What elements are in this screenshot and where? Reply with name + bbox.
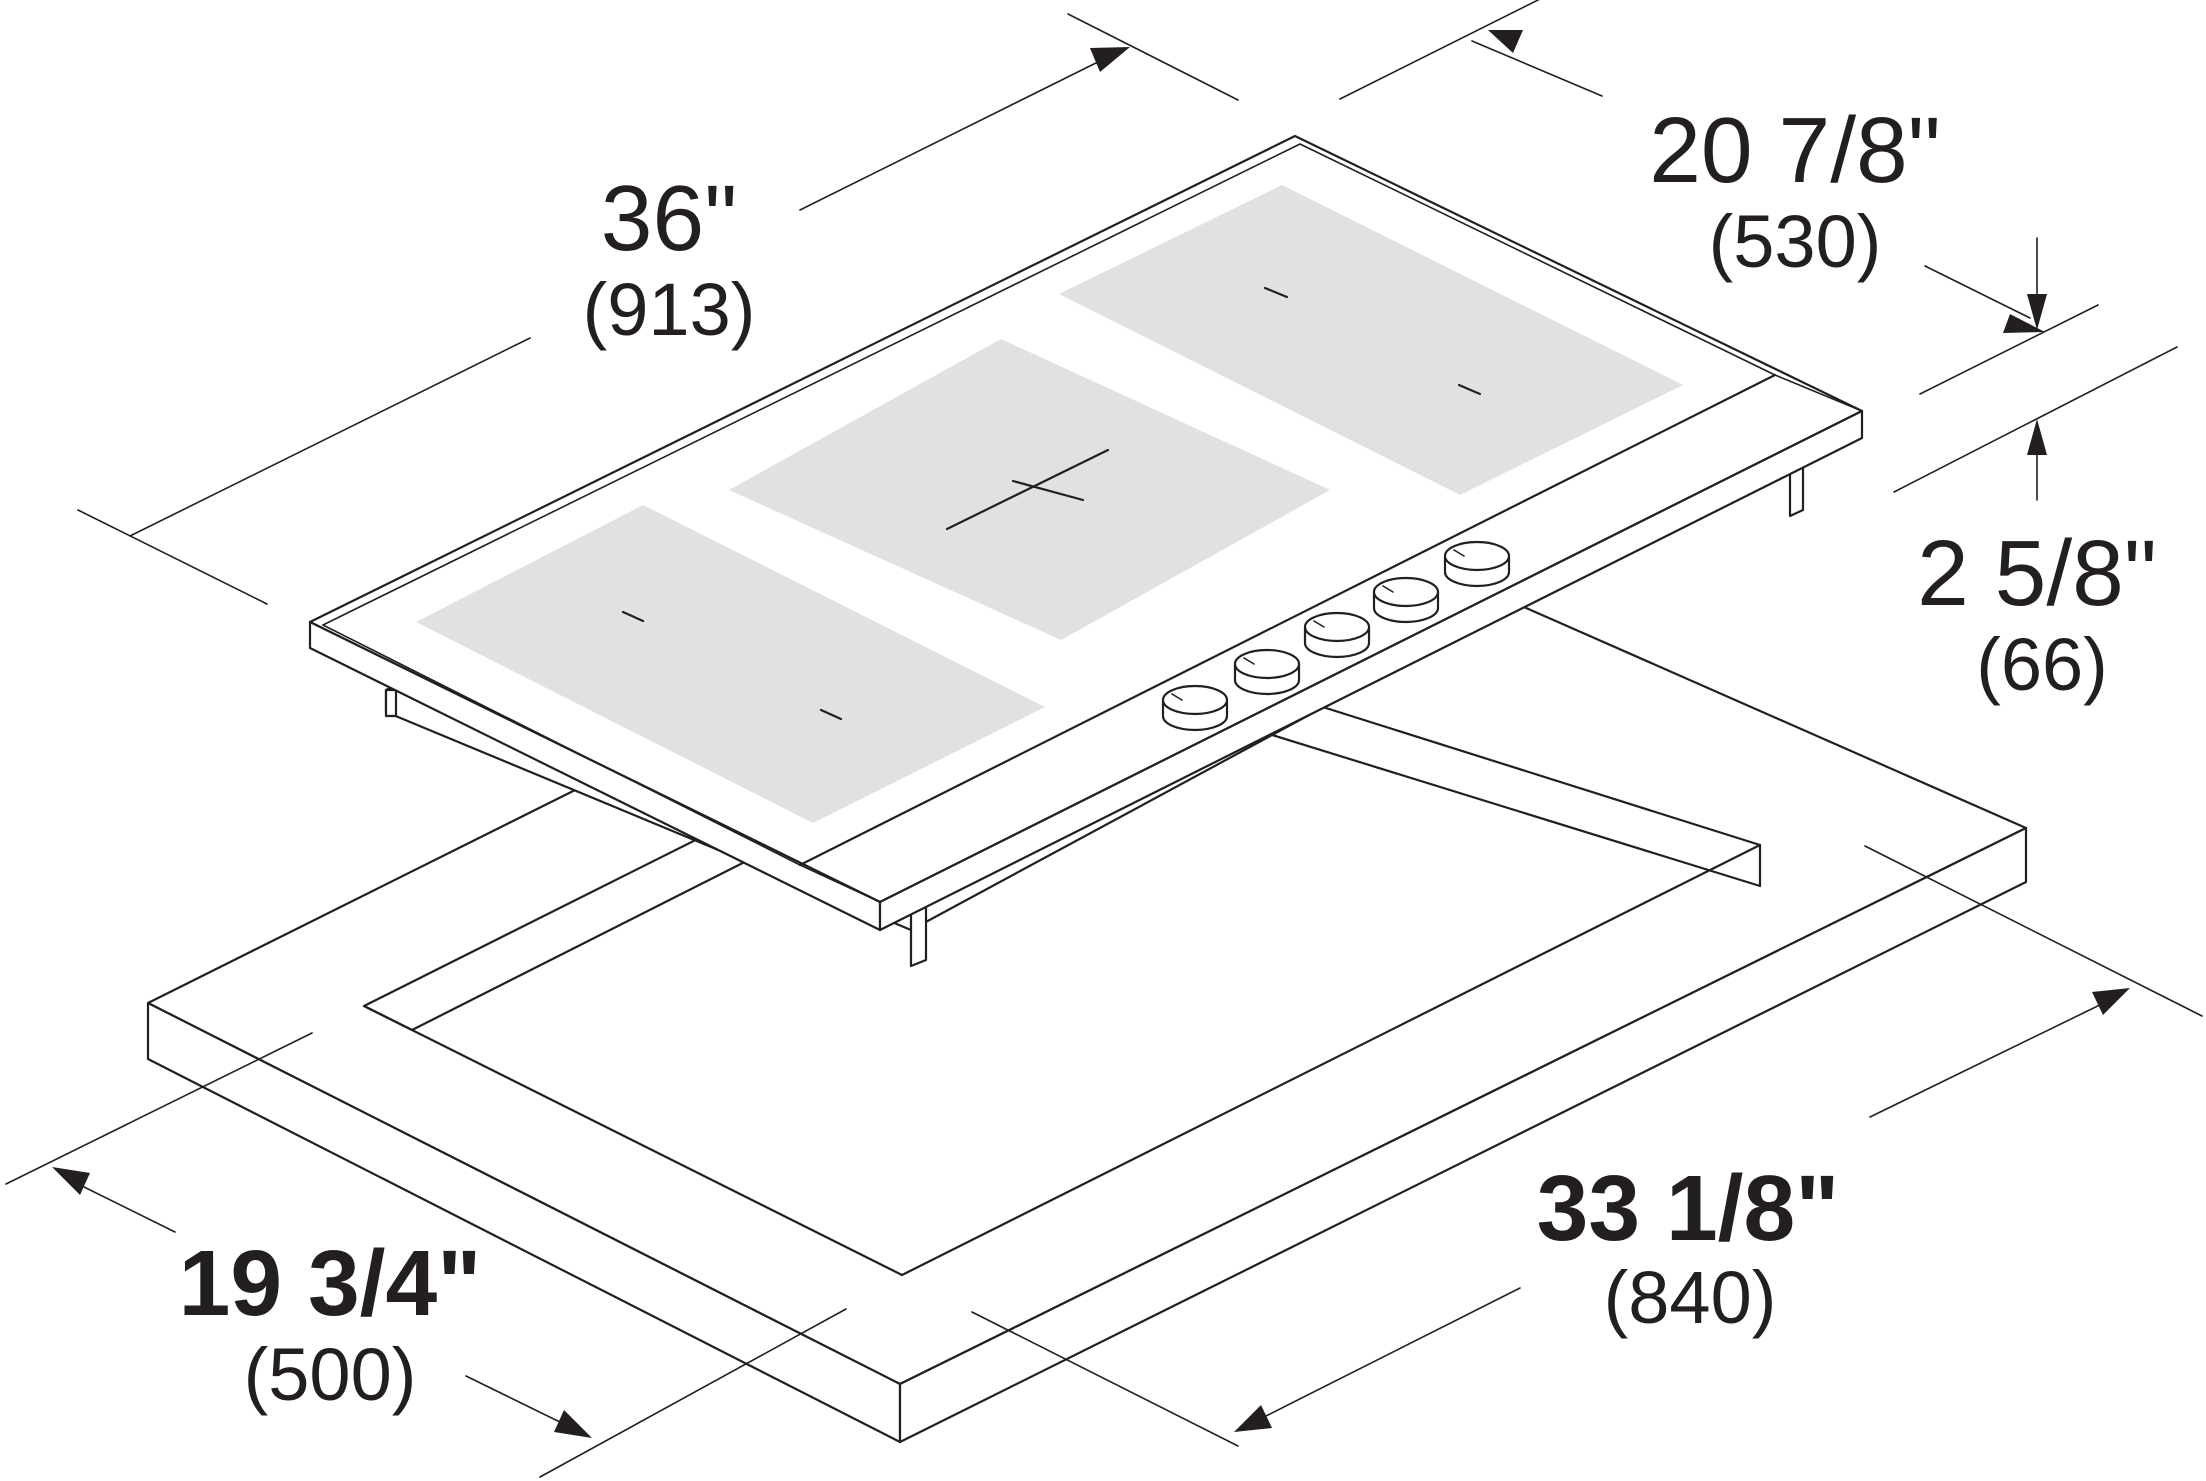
cutout-depth-metric-label: (500) (244, 1333, 417, 1416)
cutout-depth-imperial-label: 19 3/4" (179, 1231, 482, 1335)
dimension-cutout-depth-19-3-4 (5, 1032, 847, 1478)
arrowhead-height-bottom (2027, 419, 2047, 455)
extension-line-cutout-left (971, 1311, 1239, 1447)
arrowhead-cutout-front (52, 1167, 90, 1195)
dimension-height-2-5-8 (1893, 237, 2178, 501)
glass-bevel-left (322, 143, 1301, 626)
front-strip-edge (799, 864, 881, 903)
zone-marker-left-front (819, 708, 843, 721)
control-knob-1[interactable] (1161, 684, 1229, 732)
extension-line-right (1067, 13, 1239, 101)
dimension-line-cutout-right (1869, 999, 2111, 1118)
control-strip-divider (798, 373, 1777, 867)
cooktop (308, 134, 1864, 968)
cutout-width-metric-label: (840) (1604, 1256, 1777, 1339)
cutout-width-imperial-label: 33 1/8" (1537, 1156, 1840, 1260)
control-knob-5[interactable] (1443, 540, 1511, 588)
extension-line-height-top (1919, 304, 2099, 395)
depth-imperial-label: 20 7/8" (1649, 98, 1941, 202)
zone-marker-right-back (1263, 286, 1289, 299)
arrowhead-width (1090, 47, 1130, 72)
control-strip-edge (1774, 374, 1863, 412)
zone-marker-center-horizontal (945, 448, 1110, 531)
zone-marker-left-back (621, 610, 645, 623)
countertop-right-face (898, 826, 2028, 1444)
dimension-width-36 (77, 13, 1239, 605)
arrowhead-depth-lower (2003, 314, 2045, 333)
extension-line-cutout-back (539, 1308, 847, 1478)
zone-marker-right-front (1457, 383, 1482, 396)
zone-marker-center-vertical (1011, 479, 1085, 502)
extension-line-cutout-right (1864, 845, 2203, 1017)
extension-line-cutout-front (5, 1032, 313, 1185)
dimension-line-back-upper (1471, 40, 1603, 97)
cutout-inner-right-edge (1099, 680, 1762, 888)
left-bracket (384, 688, 398, 718)
dimension-depth-20-7-8 (1339, 0, 2045, 333)
depth-metric-label: (530) (1709, 200, 1882, 283)
arrowhead-depth-upper (1488, 30, 1523, 53)
extension-line-left (77, 509, 268, 605)
countertop (146, 469, 2028, 1444)
glass-bevel-front (322, 624, 801, 866)
dimension-line-cutout-front (79, 1184, 176, 1233)
width-imperial-label: 36" (601, 166, 737, 270)
height-imperial-label: 2 5/8" (1917, 521, 2157, 625)
width-metric-label: (913) (583, 268, 756, 351)
arrowhead-cutout-right (2092, 988, 2130, 1015)
dimension-line-upper (799, 56, 1109, 211)
height-metric-label: (66) (1976, 623, 2108, 706)
control-knob-3[interactable] (1303, 611, 1371, 659)
dimension-line-cutout-left (1261, 1287, 1521, 1419)
dimension-line-cutout-back (465, 1375, 567, 1426)
extension-line-back (1339, 0, 1540, 100)
front-bracket (909, 904, 928, 968)
cooking-zone-left (416, 505, 1045, 823)
control-knob-4[interactable] (1372, 576, 1440, 624)
extension-line-height-bottom (1893, 346, 2178, 493)
cooktop-right-edge (878, 409, 1864, 932)
dimension-cutout-width-33-1-8 (971, 845, 2203, 1447)
arrowhead-height-top (2027, 294, 2047, 330)
control-knob-2[interactable] (1233, 648, 1301, 696)
glass-bevel-back (1299, 143, 1776, 376)
arrowhead-cutout-left (1234, 1405, 1272, 1432)
cooking-zone-right (1059, 185, 1683, 495)
dimension-line-back-lower (1924, 265, 2031, 319)
arrowhead-cutout-back (554, 1410, 592, 1438)
dimension-line-lower (129, 337, 531, 537)
